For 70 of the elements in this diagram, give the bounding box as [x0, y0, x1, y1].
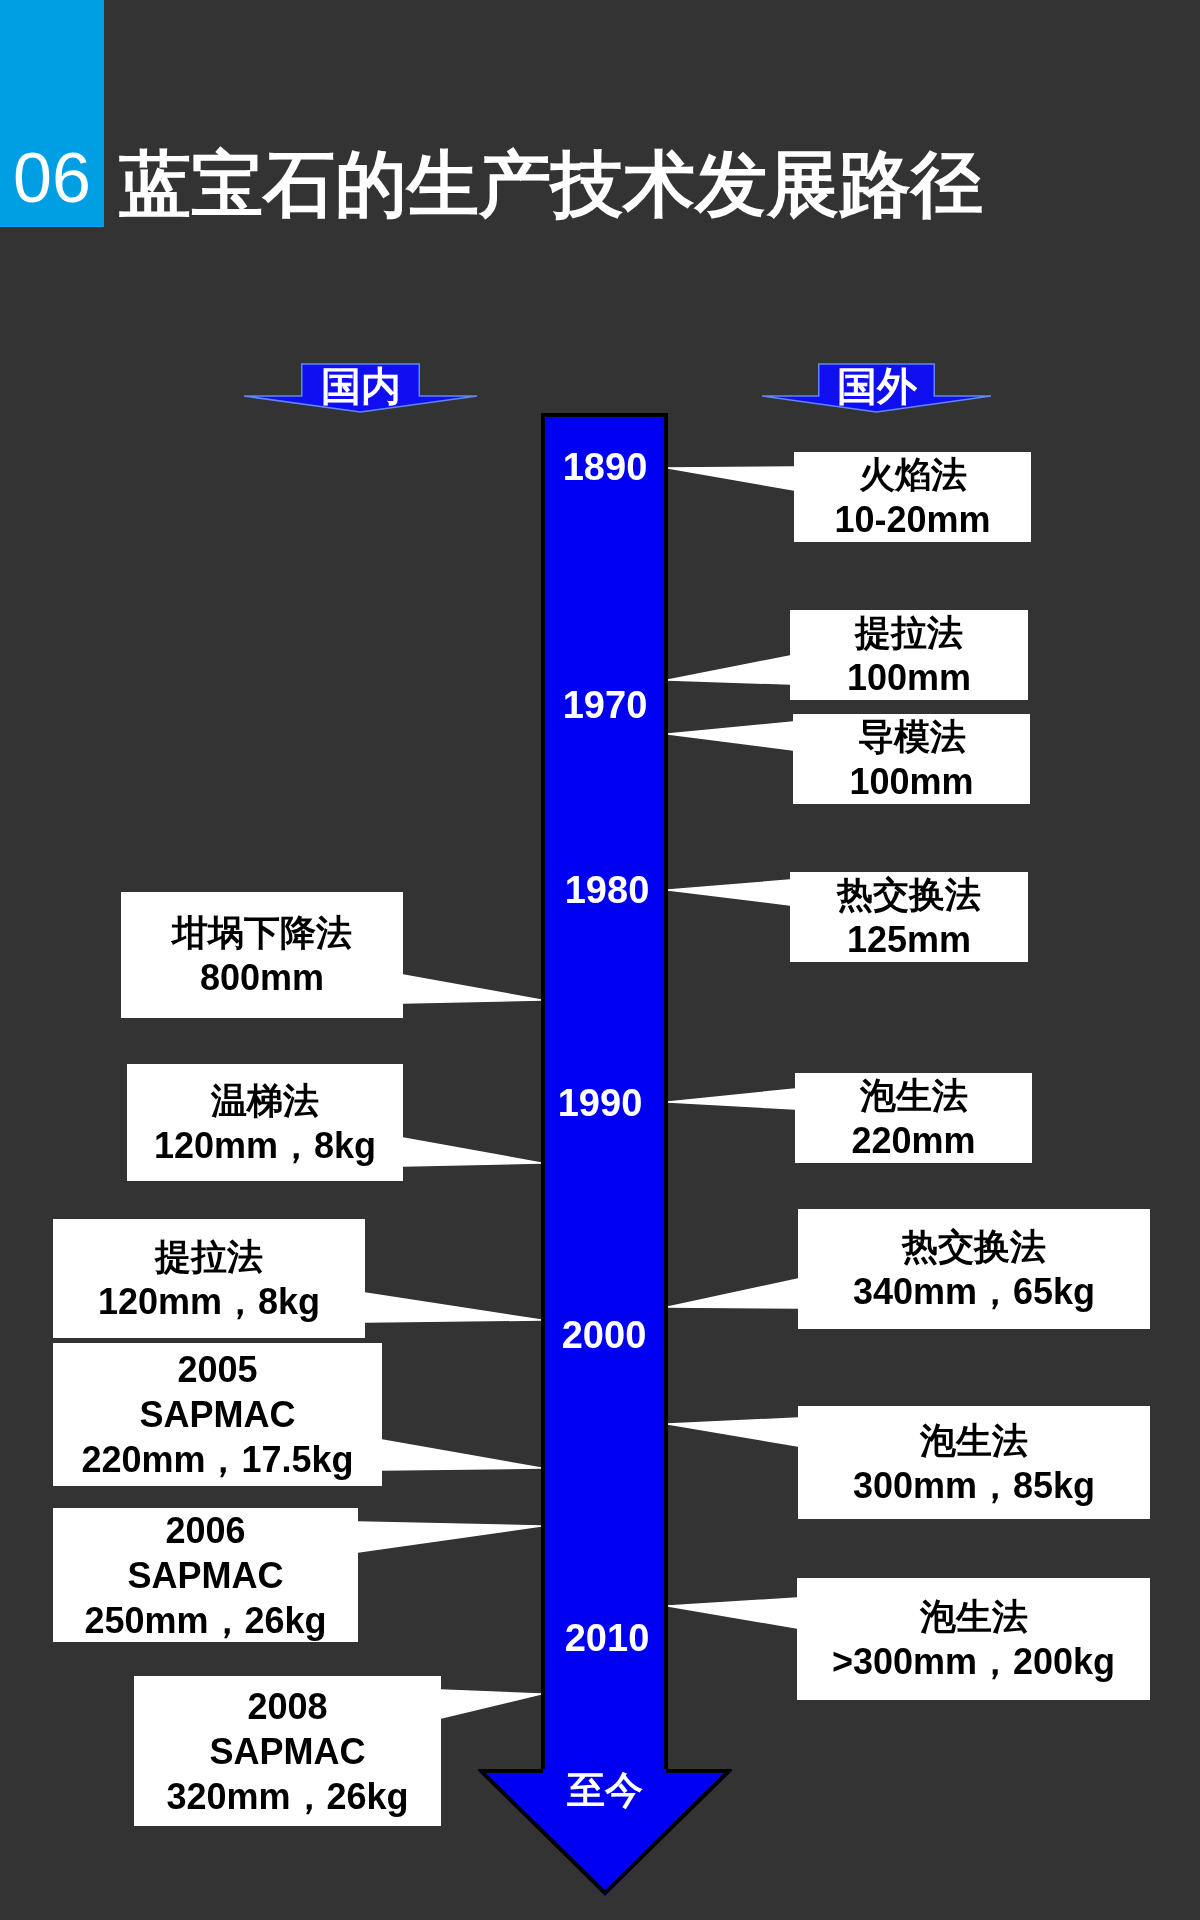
end-label: 至今 [567, 1771, 643, 1809]
callout-text: 120mm，8kg [97, 1279, 321, 1324]
callout-pointer [440, 1689, 542, 1719]
callout-text: 320mm，26kg [166, 1774, 409, 1819]
page-title: 蓝宝石的生产技术发展路径 [119, 148, 983, 220]
callout-pointer [381, 1439, 542, 1471]
callout-text: 125mm [846, 918, 972, 962]
callout-text: 800mm [199, 956, 325, 1000]
callout-box [53, 1343, 382, 1486]
callout-box [797, 1578, 1150, 1700]
callout-text: >300mm，200kg [831, 1640, 1116, 1684]
callout-text: 热交换法 [902, 1225, 1046, 1269]
callout-text: 10-20mm [834, 498, 991, 542]
callout-text: 导模法 [857, 715, 966, 759]
callout-pointer [667, 1597, 798, 1629]
callout-text: SAPMAC [127, 1553, 284, 1598]
callout-pointer [667, 1417, 799, 1447]
callout-box [53, 1219, 365, 1338]
callout-pointer [402, 1137, 542, 1167]
callout-box [798, 1209, 1150, 1329]
callout-pointer [667, 879, 791, 906]
callout-box [127, 1064, 403, 1181]
callout-text: 220mm，17.5kg [81, 1438, 354, 1482]
callout-text: 温梯法 [211, 1078, 319, 1123]
callout-pointer [667, 1088, 796, 1110]
callout-box [53, 1508, 358, 1642]
callout-box [795, 1073, 1032, 1163]
callout-text: 120mm，8kg [153, 1123, 377, 1168]
section-number: 06 [0, 0, 104, 227]
callout-text: SAPMAC [139, 1393, 296, 1437]
callout-text: 2008 [247, 1684, 328, 1729]
callout-text: 提拉法 [155, 1234, 263, 1279]
callout-text: 340mm，65kg [852, 1270, 1096, 1314]
callout-text: 泡生法 [920, 1418, 1028, 1463]
callout-box [798, 1406, 1150, 1519]
column-heading: 国内 [320, 366, 401, 406]
callout-text: 100mm [846, 656, 972, 700]
year-label: 1970 [562, 686, 648, 724]
year-label: 1980 [564, 871, 650, 909]
callout-text: 220mm [851, 1119, 976, 1163]
column-heading: 国外 [836, 366, 917, 406]
callout-pointer [364, 1292, 542, 1323]
year-label: 1890 [562, 448, 648, 486]
callout-text: 热交换法 [837, 873, 981, 917]
callout-text: 坩埚下降法 [172, 911, 352, 955]
callout-text: 泡生法 [859, 1074, 968, 1118]
callout-text: 泡生法 [919, 1595, 1028, 1639]
callout-text: 100mm [849, 760, 974, 804]
callout-text: 300mm，85kg [852, 1463, 1096, 1508]
callout-text: 火焰法 [858, 453, 967, 497]
callout-pointer [667, 1278, 799, 1309]
callout-box [793, 714, 1030, 804]
callout-box [134, 1676, 441, 1826]
callout-pointer [667, 721, 794, 751]
year-label: 2010 [564, 1619, 650, 1657]
callout-text: 2005 [177, 1348, 258, 1392]
callout-text: 提拉法 [855, 611, 963, 655]
year-label: 1990 [557, 1084, 643, 1122]
callout-text: 250mm，26kg [84, 1598, 327, 1643]
callout-pointer [667, 655, 791, 685]
callout-box [790, 610, 1028, 700]
callout-box [790, 872, 1028, 962]
callout-pointer [357, 1521, 542, 1553]
callout-pointer [402, 974, 542, 1004]
year-label: 2000 [561, 1316, 647, 1354]
callout-pointer [667, 466, 795, 491]
callout-box [794, 452, 1031, 542]
callout-text: SAPMAC [209, 1729, 366, 1774]
callout-text: 2006 [165, 1508, 246, 1553]
callout-box [121, 892, 403, 1018]
